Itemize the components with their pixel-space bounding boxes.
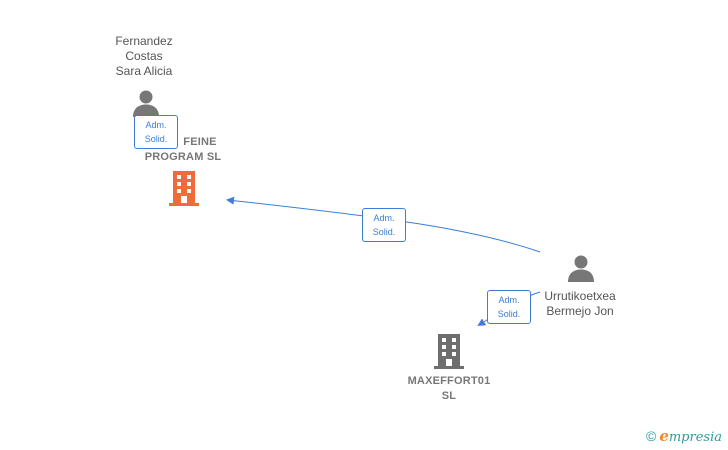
role-badge-line: Adm. [145,120,167,130]
role-badge-urrutikoetxea-maxeffort[interactable]: Adm. Solid. [487,290,531,324]
person-label-fernandez: Fernandez Costas Sara Alicia [98,34,190,79]
brand-name: mpresia [668,430,722,445]
role-badge-line: Solid. [497,309,521,319]
role-badge-fernandez[interactable]: Adm. Solid. [134,115,178,149]
company-name-line: FEINE [183,136,217,148]
person-name-line: Sara Alicia [115,64,173,78]
person-name-line: Bermejo Jon [546,304,614,318]
company-name-line: SL [441,390,457,402]
building-icon[interactable] [432,334,466,370]
company-name-line: PROGRAM SL [144,151,222,163]
brand-initial: e [659,427,669,445]
role-badge-line: Adm. [498,295,520,305]
person-icon[interactable] [131,88,161,118]
copyright-symbol: © [645,428,657,444]
company-label-maxeffort: MAXEFFORT01 SL [394,374,504,404]
person-icon[interactable] [566,253,596,283]
edge-urrutikoetxea-feine [226,196,541,253]
role-badge-line: Solid. [144,134,168,144]
person-name-line: Urrutikoetxea [544,289,616,303]
brand-logo: empresia [659,427,722,445]
brand-watermark: © empresia [646,427,722,445]
role-badge-line: Solid. [372,227,396,237]
company-label-feine: FEINE PROGRAM SL [128,135,238,165]
role-badge-urrutikoetxea-feine[interactable]: Adm. Solid. [362,208,406,242]
building-icon[interactable] [167,171,201,207]
company-name-line: MAXEFFORT01 [407,375,491,387]
role-badge-line: Adm. [373,213,395,223]
person-name-line: Costas [125,49,163,63]
person-name-line: Fernandez [115,34,173,48]
person-label-urrutikoetxea: Urrutikoetxea Bermejo Jon [533,289,627,319]
